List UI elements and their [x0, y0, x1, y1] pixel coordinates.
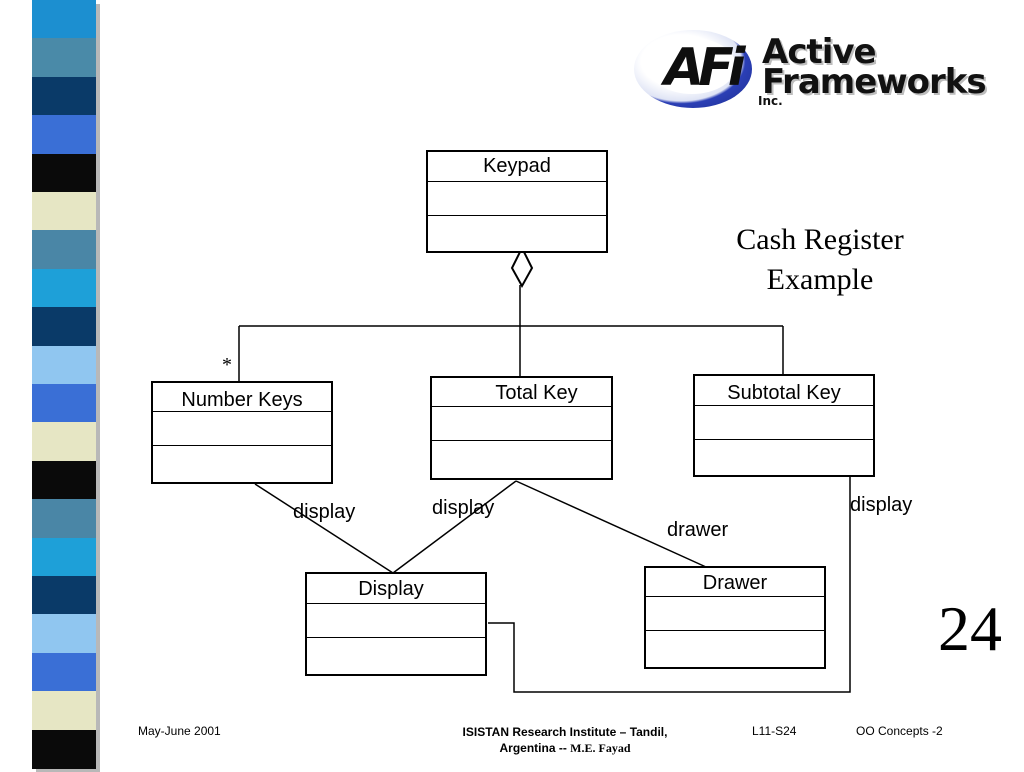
logo-ring-center [648, 38, 736, 94]
stripe-band [32, 192, 96, 232]
footer-date: May-June 2001 [138, 724, 221, 738]
stripe-bands [32, 0, 96, 769]
footer-institute-line2: Argentina -- M.E. Fayad [499, 741, 631, 755]
class-subtotal-key-name: Subtotal Key [727, 382, 841, 404]
footer-institute-line1: ISISTAN Research Institute – Tandil, [462, 725, 668, 739]
slide-title: Cash Register Example [700, 220, 940, 300]
footer-institute: ISISTAN Research Institute – Tandil, Arg… [430, 724, 700, 756]
assoc-label-total-key-drawer: drawer [667, 519, 729, 541]
class-number-keys-divider-2 [153, 445, 331, 446]
slide-number: 24 [938, 593, 1002, 664]
logo-name-line1: Active [762, 32, 877, 72]
class-keypad: Keypad [426, 150, 608, 253]
stripe-band [32, 384, 96, 424]
active-frameworks-logo: AFi Active Frameworks Inc. [630, 26, 1000, 116]
stripe-band [32, 691, 96, 731]
class-display: Display [305, 572, 487, 676]
class-subtotal-key-divider-1 [695, 405, 873, 406]
class-number-keys-name: Number Keys [181, 389, 303, 411]
slide-title-line2: Example [766, 263, 874, 296]
class-subtotal-key-divider-2 [695, 439, 873, 440]
stripe-band [32, 729, 96, 769]
footer-slide-code: L11-S24 [752, 724, 797, 738]
assoc-label-subtotal-key-display: display [850, 494, 913, 516]
logo-name-line2: Frameworks [762, 62, 987, 102]
class-display-divider-1 [307, 603, 485, 604]
class-drawer: Drawer [644, 566, 826, 669]
class-drawer-divider-2 [646, 630, 824, 631]
stripe-band [32, 76, 96, 117]
class-keypad-divider-1 [428, 181, 606, 182]
class-total-key-divider-2 [432, 440, 611, 441]
stripe-band [32, 499, 96, 539]
class-number-keys: Number Keys [151, 381, 333, 484]
stripe-band [32, 230, 96, 270]
decorative-stripe-bar [32, 0, 100, 772]
class-total-key-name: Total Key [495, 382, 578, 404]
stripe-band [32, 345, 96, 385]
total-key-to-display [392, 480, 517, 574]
slide-title-line1: Cash Register [736, 223, 904, 256]
number-keys-to-display [254, 483, 394, 574]
class-number-keys-divider-1 [153, 411, 331, 412]
footer-author: M.E. Fayad [570, 741, 631, 755]
class-keypad-name: Keypad [483, 155, 551, 177]
class-subtotal-key: Subtotal Key [693, 374, 875, 477]
stripe-band [32, 576, 96, 616]
assoc-label-total-key-display: display [432, 497, 495, 519]
stripe-band [32, 38, 96, 78]
stripe-band [32, 422, 96, 462]
stripe-band [32, 0, 96, 40]
multiplicity-label: * [222, 354, 232, 376]
class-display-name: Display [358, 578, 424, 600]
stripe-band [32, 115, 96, 155]
aggregation-diamond [510, 245, 534, 289]
stripe-band [32, 652, 96, 693]
class-keypad-divider-2 [428, 215, 606, 216]
stripe-band [32, 268, 96, 309]
stripe-band [32, 614, 96, 654]
class-display-divider-2 [307, 637, 485, 638]
footer-course: OO Concepts -2 [856, 724, 943, 738]
class-drawer-name: Drawer [702, 572, 768, 594]
logo-inc: Inc. [758, 94, 783, 108]
stripe-band [32, 307, 96, 347]
stripe-band [32, 460, 96, 501]
class-drawer-divider-1 [646, 596, 824, 597]
stripe-band [32, 537, 96, 577]
assoc-label-number-keys-display: display [293, 501, 356, 523]
stripe-band [32, 153, 96, 193]
class-total-key: Total Key [430, 376, 613, 480]
class-total-key-divider-1 [432, 406, 611, 407]
logo-monogram: AFi [664, 38, 746, 98]
